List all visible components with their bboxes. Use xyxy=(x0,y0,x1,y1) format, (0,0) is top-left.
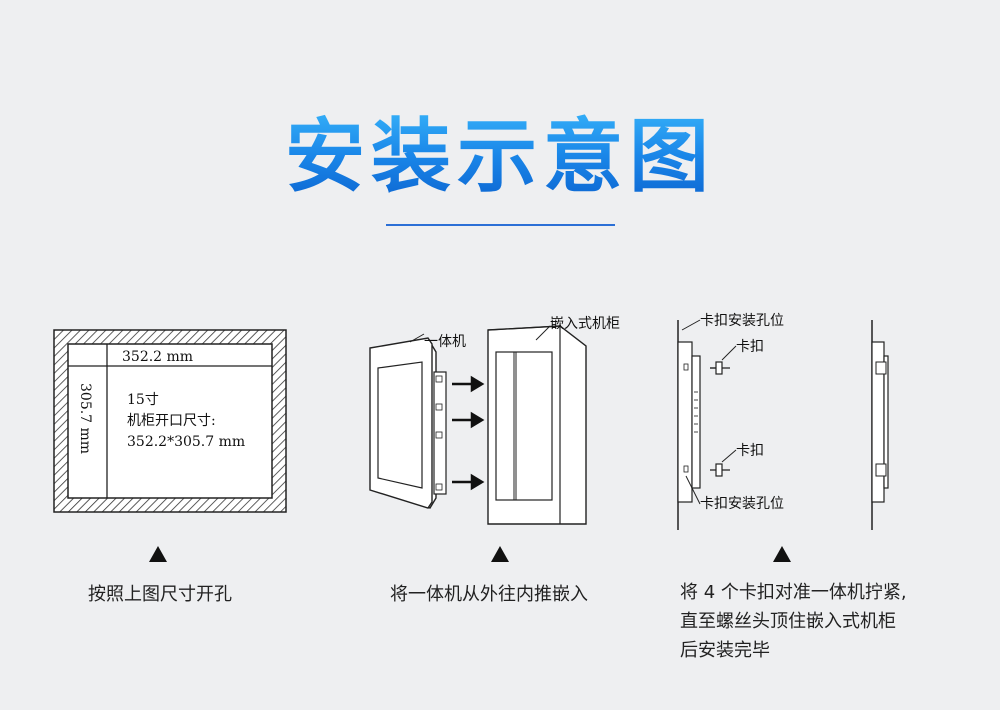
step1-caption: 按照上图尺寸开孔 xyxy=(88,584,232,605)
step3-caption-line3: 后安装完毕 xyxy=(680,640,770,661)
cabinet-label: 嵌入式机柜 xyxy=(550,316,620,332)
clip-hole-top-label: 卡扣安装孔位 xyxy=(700,313,784,329)
cutout-dimension-diagram: 352.2 mm 305.7 mm 15寸 机柜开口尺寸: 352.2*305.… xyxy=(53,329,287,513)
clip-top-label: 卡扣 xyxy=(736,339,764,355)
insertion-diagram: 一体机 嵌入式机柜 xyxy=(369,316,620,525)
screen-size-label: 15寸 xyxy=(127,392,159,408)
step3-caption-line2: 直至螺丝头顶住嵌入式机柜 xyxy=(680,611,896,632)
clip-bottom-label: 卡扣 xyxy=(736,443,764,459)
embedded-cabinet xyxy=(487,325,587,525)
title-divider xyxy=(386,224,615,226)
device-label: 一体机 xyxy=(424,334,466,350)
clip-side-view-left xyxy=(677,320,730,530)
push-arrows xyxy=(452,375,485,491)
cutout-size-title: 机柜开口尺寸: xyxy=(127,413,216,429)
clip-side-view-right xyxy=(871,320,889,530)
clip-hole-bottom-label: 卡扣安装孔位 xyxy=(700,496,784,512)
clip-bottom xyxy=(710,463,730,477)
cutout-width-label: 352.2 mm xyxy=(122,349,193,365)
all-in-one-device xyxy=(369,337,447,509)
step3-arrow-icon xyxy=(773,546,791,562)
clip-top xyxy=(710,361,730,375)
cutout-height-label: 305.7 mm xyxy=(77,383,93,454)
cutout-size-value: 352.2*305.7 mm xyxy=(127,434,245,450)
step2-arrow-icon xyxy=(491,546,509,562)
clip-mounting-diagram: 卡扣安装孔位 卡扣 卡扣 卡扣安装孔位 xyxy=(677,313,889,530)
step2-caption: 将一体机从外往内推嵌入 xyxy=(390,584,588,605)
step1-arrow-icon xyxy=(149,546,167,562)
step3-caption-line1: 将 4 个卡扣对准一体机拧紧, xyxy=(680,582,907,603)
step3-caption: 将 4 个卡扣对准一体机拧紧, 直至螺丝头顶住嵌入式机柜 后安装完毕 xyxy=(680,578,907,665)
page-title: 安装示意图 xyxy=(0,92,1000,208)
